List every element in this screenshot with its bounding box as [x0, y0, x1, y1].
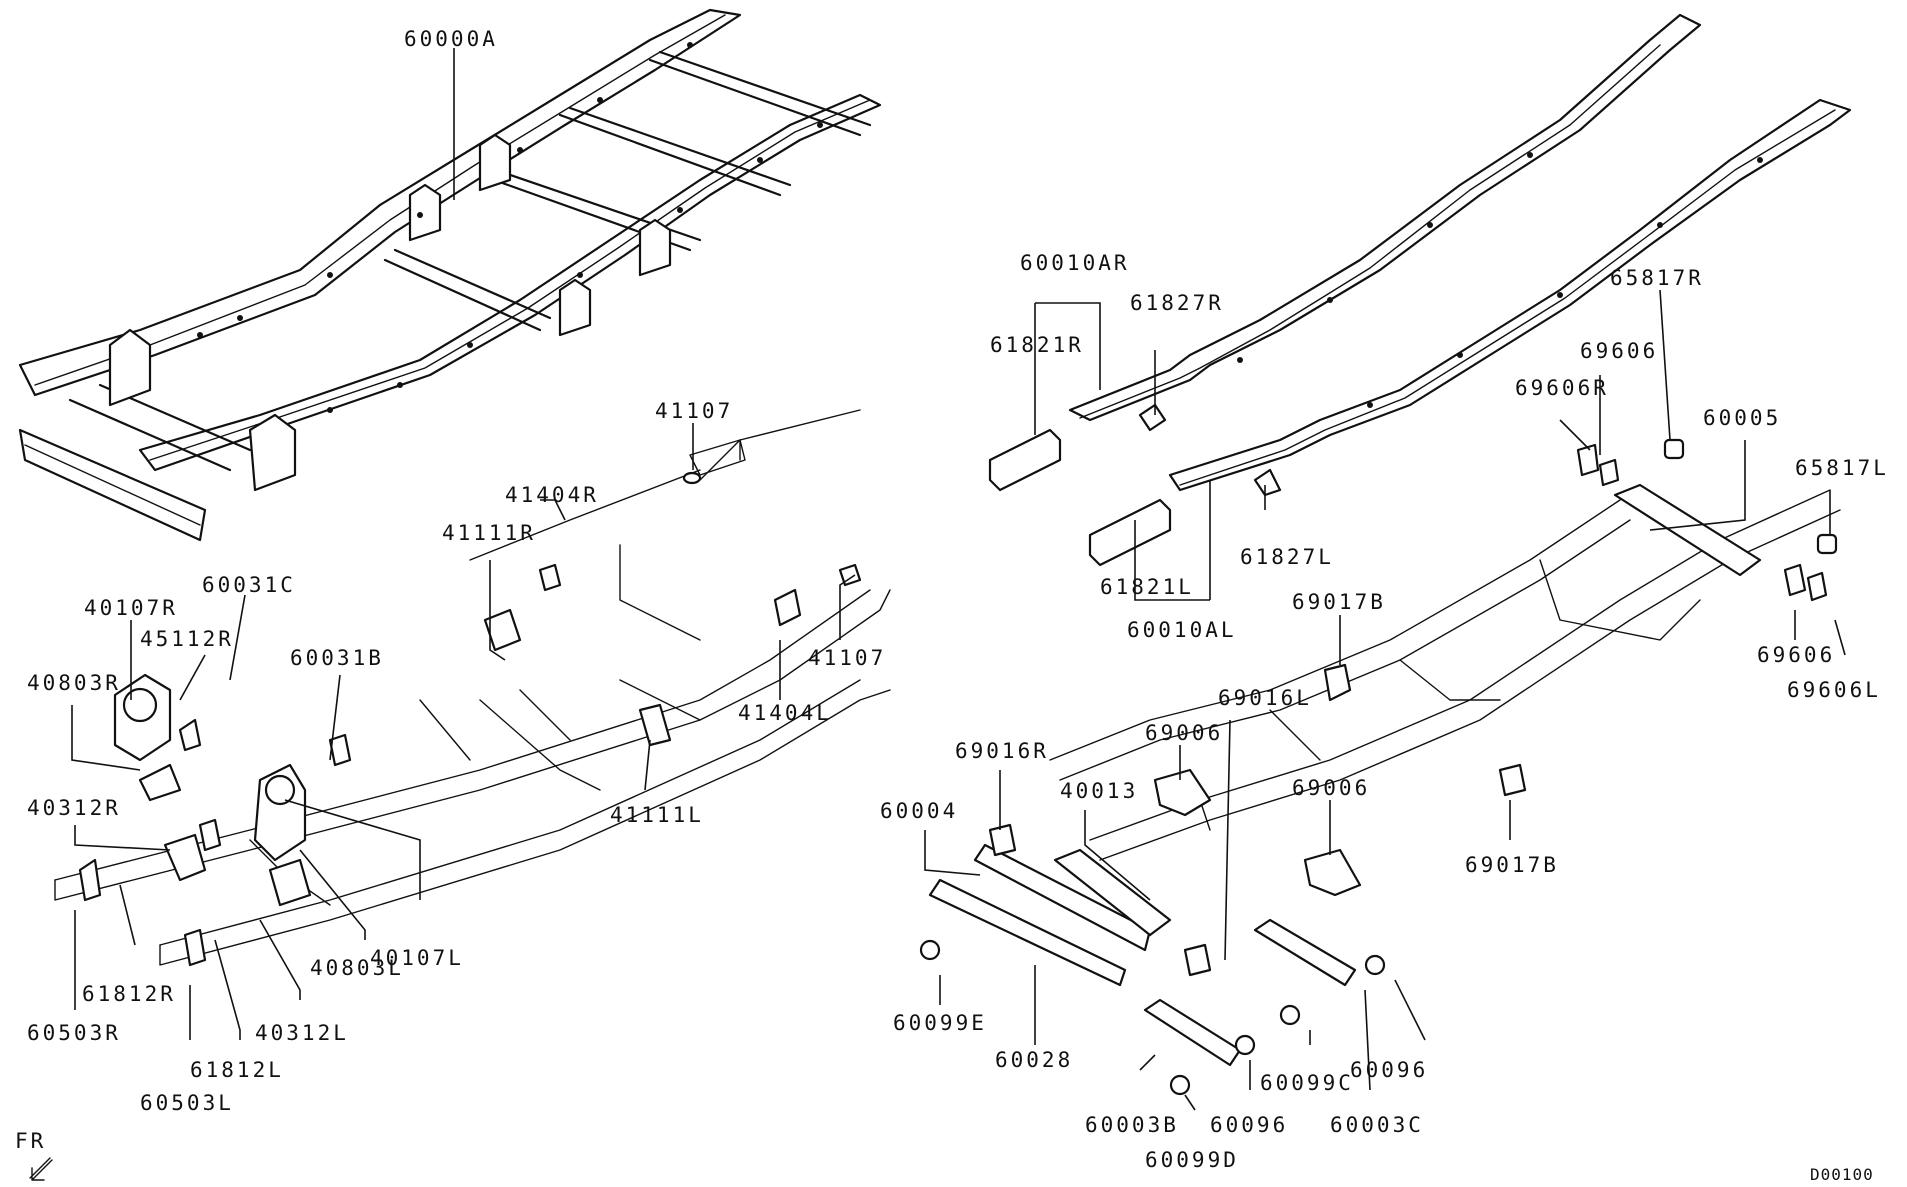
label-69017B-bottom: 69017B — [1465, 853, 1559, 877]
label-61827R: 61827R — [1130, 291, 1224, 315]
label-61821L: 61821L — [1100, 575, 1194, 599]
label-65817R: 65817R — [1610, 266, 1704, 290]
label-69016L: 69016L — [1218, 686, 1312, 710]
fr-label: FR — [15, 1129, 46, 1153]
label-60096-right: 60096 — [1350, 1058, 1428, 1082]
label-41111L: 41111L — [610, 803, 704, 827]
label-60010AL: 60010AL — [1127, 618, 1237, 642]
label-60031B: 60031B — [290, 646, 384, 670]
front-crossmember-illustration — [919, 438, 1841, 1096]
side-rail-illustration — [988, 13, 1852, 567]
left-frame-outline — [54, 409, 891, 967]
label-60003C: 60003C — [1330, 1113, 1424, 1137]
label-40803R: 40803R — [27, 671, 121, 695]
label-61812R: 61812R — [82, 982, 176, 1006]
front-direction-indicator: FR — [15, 1129, 53, 1181]
label-60099D: 60099D — [1145, 1148, 1239, 1172]
leader-lines — [71, 48, 1846, 1111]
label-60028: 60028 — [995, 1048, 1073, 1072]
label-69006-top: 69006 — [1145, 721, 1223, 745]
label-69606-top: 69606 — [1580, 339, 1658, 363]
label-61827L: 61827L — [1240, 545, 1334, 569]
label-69606-right: 69606 — [1757, 643, 1835, 667]
main-frame-illustration — [18, 8, 882, 542]
label-40312R: 40312R — [27, 796, 121, 820]
label-60031C: 60031C — [202, 573, 296, 597]
label-41107-top: 41107 — [655, 399, 733, 423]
part-labels: 60000A 40107R 60031C 45112R 40803R 60031… — [27, 27, 1889, 1172]
label-41404L: 41404L — [738, 701, 832, 725]
label-65817L: 65817L — [1795, 456, 1889, 480]
label-60096-bottom: 60096 — [1210, 1113, 1288, 1137]
label-40312L: 40312L — [255, 1021, 349, 1045]
label-69606L: 69606L — [1787, 678, 1881, 702]
label-60005: 60005 — [1703, 406, 1781, 430]
label-60000A: 60000A — [404, 27, 498, 51]
label-61821R: 61821R — [990, 333, 1084, 357]
label-45112R: 45112R — [140, 627, 234, 651]
label-40107L: 40107L — [370, 946, 464, 970]
label-41107-right: 41107 — [808, 646, 886, 670]
label-41404R: 41404R — [505, 483, 599, 507]
diagram-code: D00100 — [1810, 1165, 1874, 1184]
label-60010AR: 60010AR — [1020, 251, 1130, 275]
fr-arrow-icon — [29, 1157, 53, 1181]
label-69606R: 69606R — [1515, 376, 1609, 400]
label-69016R: 69016R — [955, 739, 1049, 763]
label-60503R: 60503R — [27, 1021, 121, 1045]
label-41111R: 41111R — [442, 521, 536, 545]
label-60099E: 60099E — [893, 1011, 987, 1035]
label-69017B-top: 69017B — [1292, 590, 1386, 614]
label-60003B: 60003B — [1085, 1113, 1179, 1137]
label-60004: 60004 — [880, 799, 958, 823]
label-40803L: 40803L — [310, 956, 404, 980]
label-61812L: 61812L — [190, 1058, 284, 1082]
label-60099C: 60099C — [1260, 1071, 1354, 1095]
label-40107R: 40107R — [84, 596, 178, 620]
label-40013: 40013 — [1060, 779, 1138, 803]
label-69006-bottom: 69006 — [1292, 776, 1370, 800]
label-60503L: 60503L — [140, 1091, 234, 1115]
